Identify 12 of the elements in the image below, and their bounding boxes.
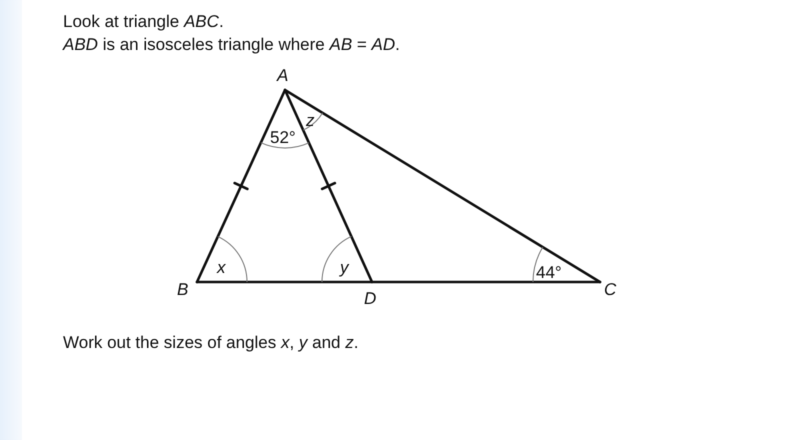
question-text: Work out the sizes of angles x, y and z. bbox=[63, 333, 358, 353]
angle-label: x bbox=[217, 258, 226, 278]
angle-label: 44° bbox=[536, 263, 562, 283]
instruction-text: ABD is an isosceles triangle where AB = AD. bbox=[63, 35, 400, 55]
vertex-label: A bbox=[277, 66, 288, 86]
angle-label: y bbox=[340, 258, 348, 278]
instruction-text: Look at triangle ABC. bbox=[63, 12, 224, 32]
vertex-label: C bbox=[604, 280, 616, 300]
angle-label: z bbox=[306, 111, 314, 131]
angle-label: 52° bbox=[270, 128, 296, 148]
vertex-label: D bbox=[364, 289, 376, 309]
vertex-label: B bbox=[177, 280, 188, 300]
